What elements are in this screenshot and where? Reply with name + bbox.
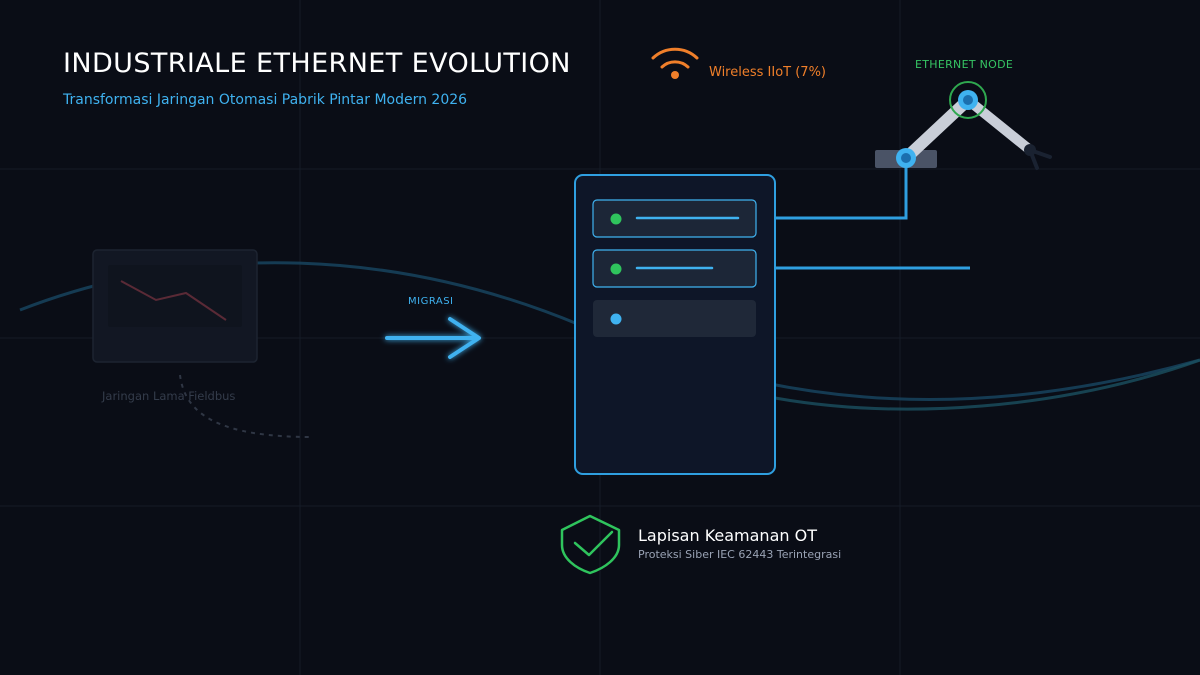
port-status-led (610, 313, 622, 325)
ethernet-node-label: ETHERNET NODE (915, 58, 1014, 71)
shield-check-icon (560, 514, 621, 575)
port-status-led (610, 263, 622, 275)
legacy-fieldbus-panel (92, 249, 313, 438)
network-switch-icon (574, 174, 776, 475)
wireless-label: Wireless IIoT (7%) (709, 65, 826, 80)
legacy-dashed-link (179, 374, 313, 438)
page-title: INDUSTRIALE ETHERNET EVOLUTION (63, 48, 571, 79)
robot-arm-icon (875, 81, 1052, 170)
port-status-led (610, 213, 622, 225)
arrow-right-icon (385, 317, 481, 359)
migration-label: MIGRASI (408, 296, 454, 307)
security-title: Lapisan Keamanan OT (638, 526, 817, 545)
wifi-icon (651, 47, 699, 79)
switch-port-3 (593, 300, 756, 337)
security-subtitle: Proteksi Siber IEC 62443 Terintegrasi (638, 548, 842, 561)
page-subtitle: Transformasi Jaringan Otomasi Pabrik Pin… (63, 92, 468, 108)
data-flow-curve-right (774, 358, 1200, 411)
legacy-fieldbus-label: Jaringan Lama Fieldbus (102, 389, 236, 403)
ethernet-cables (775, 158, 970, 270)
trend-down-icon (120, 280, 227, 321)
